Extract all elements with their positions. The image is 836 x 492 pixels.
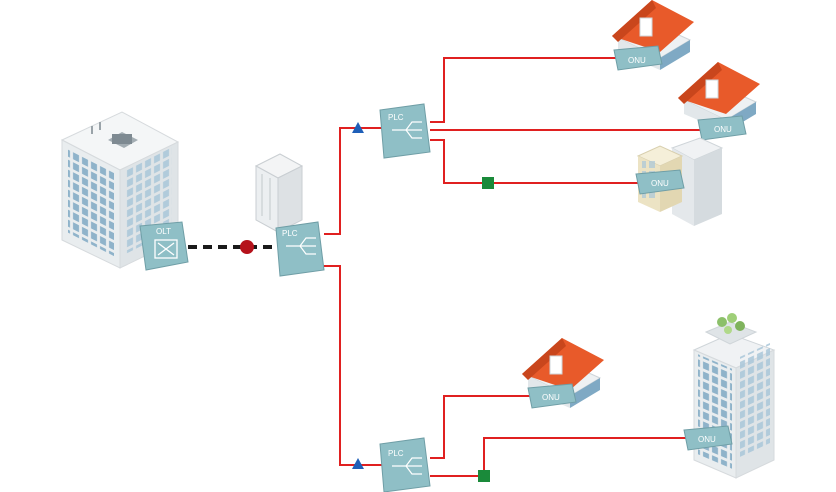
onu-device-house-3: ONU [527, 383, 577, 409]
splitter-icon [392, 457, 422, 475]
cabinet-icon [254, 153, 304, 233]
fiber-to-tower [430, 437, 690, 477]
connector-triangle-upper [352, 122, 364, 133]
onu-label: ONU [651, 179, 669, 188]
splitter-icon [392, 121, 422, 139]
onu-label: ONU [628, 56, 646, 65]
fiber-main-to-upper-splitter [324, 127, 384, 235]
fiber-to-house-3 [430, 395, 530, 459]
lower-splitter: PLC [379, 437, 431, 492]
fiber-links [324, 57, 700, 477]
main-splitter-label: PLC [282, 229, 298, 238]
onu-device-office: ONU [635, 169, 685, 195]
olt-switch-icon [154, 239, 178, 259]
fiber-to-house-1 [430, 57, 616, 123]
connector-square-lower [478, 470, 490, 482]
fiber-to-office [430, 139, 640, 184]
onu-device-tower: ONU [683, 425, 733, 451]
onu-label: ONU [714, 125, 732, 134]
connector-triangle-lower [352, 458, 364, 469]
house-icon [522, 338, 604, 408]
connector-square-upper [482, 177, 494, 189]
onu-label: ONU [542, 393, 560, 402]
connector-round [240, 240, 254, 254]
onu-label: ONU [698, 435, 716, 444]
lower-splitter-label: PLC [388, 449, 404, 458]
olt-device: OLT [139, 221, 189, 271]
upper-splitter: PLC [379, 103, 431, 159]
olt-label: OLT [156, 227, 171, 236]
onu-device-house-1: ONU [613, 45, 663, 71]
tower-building-icon [692, 313, 776, 479]
upper-splitter-label: PLC [388, 113, 404, 122]
main-splitter: PLC [275, 221, 325, 277]
fiber-main-to-lower-splitter [324, 265, 384, 466]
onu-device-house-2: ONU [697, 115, 747, 141]
central-office-building [60, 111, 180, 269]
splitter-icon [286, 237, 316, 255]
